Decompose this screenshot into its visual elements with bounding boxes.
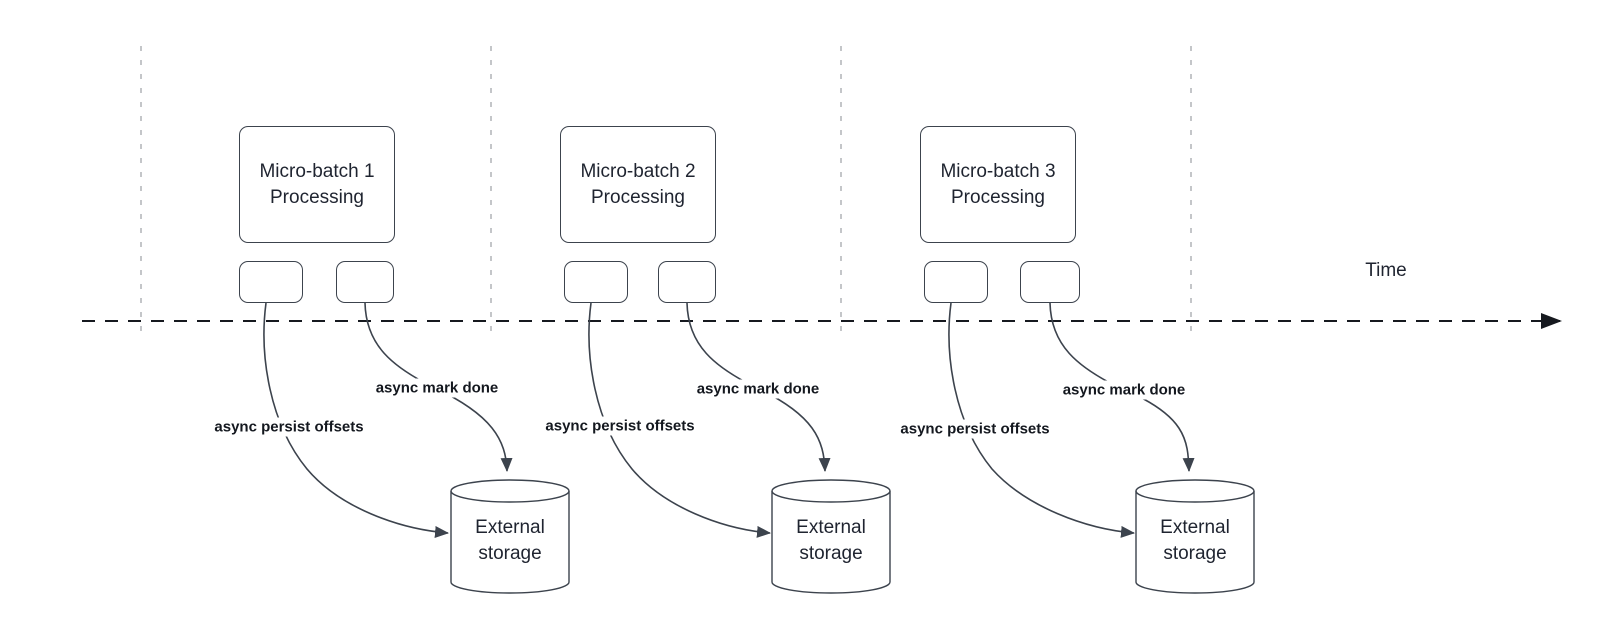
- storage-cylinder-2: [771, 479, 891, 594]
- mark-done-label-3: async mark done: [1059, 380, 1189, 400]
- mark-done-label-1: async mark done: [372, 378, 502, 398]
- persist-offsets-task-box-3: [924, 261, 988, 303]
- persist-offsets-label-2: async persist offsets: [542, 416, 698, 436]
- mark-done-task-box-2: [658, 261, 716, 303]
- persist-offsets-task-box-1: [239, 261, 303, 303]
- microbatch-box-3: Micro-batch 3 Processing: [920, 126, 1076, 243]
- storage-cylinder-1: [450, 479, 570, 594]
- microbatch-box-subtitle: Processing: [270, 186, 364, 208]
- microbatch-box-1: Micro-batch 1 Processing: [239, 126, 395, 243]
- microbatch-box-title: Micro-batch 3: [940, 160, 1056, 182]
- mark-done-task-box-1: [336, 261, 394, 303]
- storage-cylinder-3: [1135, 479, 1255, 594]
- microbatch-box-title: Micro-batch 1: [259, 160, 375, 182]
- storage-cylinder-label-2: External storage: [796, 517, 866, 564]
- persist-offsets-task-box-2: [564, 261, 628, 303]
- storage-cylinder-label-3: External storage: [1160, 517, 1230, 564]
- microbatch-box-subtitle: Processing: [951, 186, 1045, 208]
- mark-done-task-box-3: [1020, 261, 1080, 303]
- persist-offsets-arrow-1: [263, 302, 449, 538]
- microbatch-box-subtitle: Processing: [591, 186, 685, 208]
- microbatch-box-2: Micro-batch 2 Processing: [560, 126, 716, 243]
- time-axis-label: Time: [1365, 260, 1407, 281]
- persist-offsets-label-1: async persist offsets: [211, 417, 367, 437]
- persist-offsets-arrow-2: [588, 302, 771, 538]
- microbatch-box-title: Micro-batch 2: [580, 160, 696, 182]
- storage-cylinder-label-1: External storage: [475, 517, 545, 564]
- mark-done-label-2: async mark done: [693, 379, 823, 399]
- persist-offsets-arrow-3: [948, 302, 1135, 538]
- persist-offsets-label-3: async persist offsets: [897, 419, 1053, 439]
